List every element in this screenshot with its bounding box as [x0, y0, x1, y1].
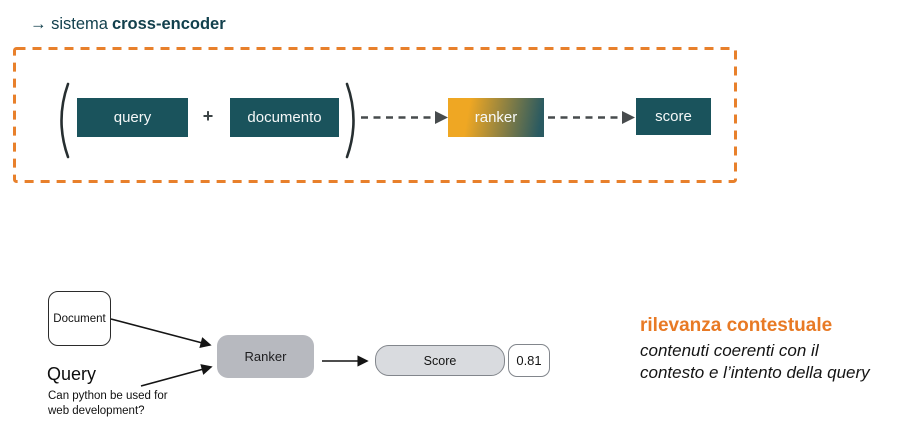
ranker-box-bottom-label: Ranker	[244, 349, 287, 364]
dashed-arrowhead-ranker	[435, 111, 448, 124]
slide-title-bold: cross-encoder	[111, 15, 226, 33]
caption-line2: contesto e l’intento della query	[640, 363, 870, 382]
ranker-box-bottom: Ranker	[217, 335, 314, 378]
document-box-label: Document	[53, 312, 106, 325]
query-question: Can python be used for web development?	[48, 389, 168, 418]
documento-box: documento	[230, 98, 339, 137]
query-box-label: query	[113, 109, 152, 126]
ranker-box-top: ranker	[448, 98, 544, 137]
open-bracket	[60, 82, 70, 159]
score-value-box: 0.81	[508, 344, 550, 377]
caption-body: contenuti coerenti con il contesto e l’i…	[640, 340, 870, 384]
ranker-box-top-label: ranker	[474, 109, 518, 126]
close-bracket	[345, 82, 355, 159]
score-box-bottom: Score	[375, 345, 505, 376]
slide-title-prefix: → sistema	[30, 15, 108, 33]
arrow-document-to-ranker	[110, 318, 212, 348]
score-box-top-label: score	[655, 108, 692, 125]
documento-box-label: documento	[247, 109, 322, 126]
document-box: Document	[48, 291, 111, 346]
query-question-line2: web development?	[48, 404, 145, 417]
plus-sign: +	[202, 106, 214, 126]
caption-heading: rilevanza contestuale	[640, 315, 833, 336]
query-question-line1: Can python be used for	[48, 390, 168, 402]
query-box: query	[77, 98, 188, 137]
score-box-top: score	[636, 98, 711, 135]
caption-line1: contenuti coerenti con il	[640, 341, 819, 360]
arrow-query-to-ranker	[140, 364, 213, 387]
dashed-arrowhead-score	[622, 111, 635, 124]
score-value-label: 0.81	[516, 353, 542, 368]
query-label: Query	[47, 364, 97, 384]
score-box-bottom-label: Score	[423, 353, 457, 368]
